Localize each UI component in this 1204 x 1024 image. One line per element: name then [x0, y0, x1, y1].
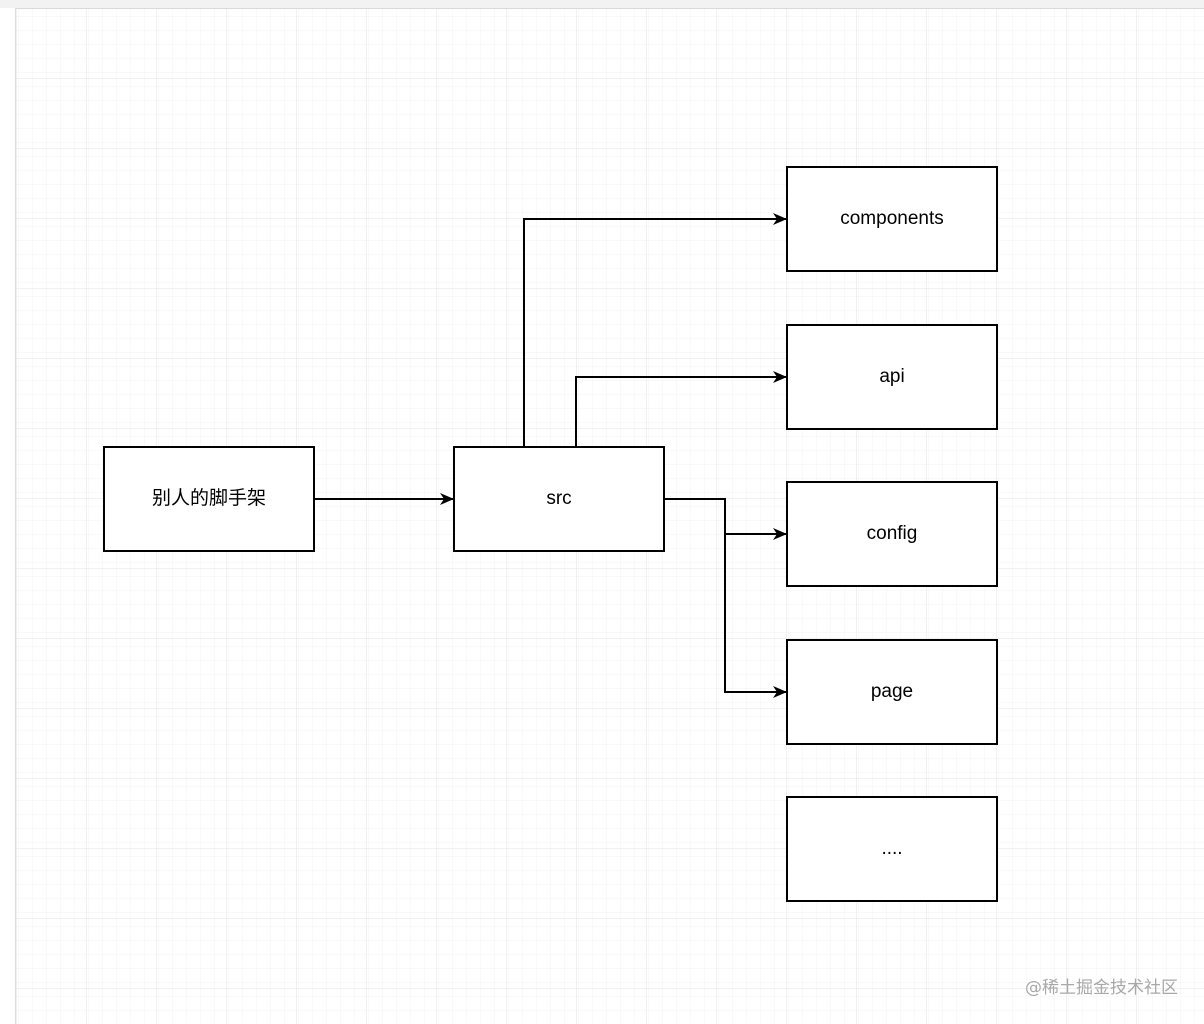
node-more-label: .... — [881, 838, 902, 859]
node-config-label: config — [867, 523, 918, 544]
node-scaffold[interactable]: 别人的脚手架 — [104, 447, 314, 551]
node-more[interactable]: .... — [787, 797, 997, 901]
node-components-label: components — [840, 208, 944, 229]
node-api[interactable]: api — [787, 325, 997, 429]
watermark-text: @稀土掘金技术社区 — [1025, 978, 1178, 998]
node-page-label: page — [871, 681, 913, 702]
left-ruler-edge — [0, 8, 16, 1024]
node-scaffold-label: 别人的脚手架 — [152, 487, 266, 509]
node-api-label: api — [879, 366, 904, 387]
node-config[interactable]: config — [787, 482, 997, 586]
node-src-label: src — [546, 488, 571, 509]
node-components[interactable]: components — [787, 167, 997, 271]
top-toolbar-edge — [0, 0, 1204, 9]
node-src[interactable]: src — [454, 447, 664, 551]
node-page[interactable]: page — [787, 640, 997, 744]
